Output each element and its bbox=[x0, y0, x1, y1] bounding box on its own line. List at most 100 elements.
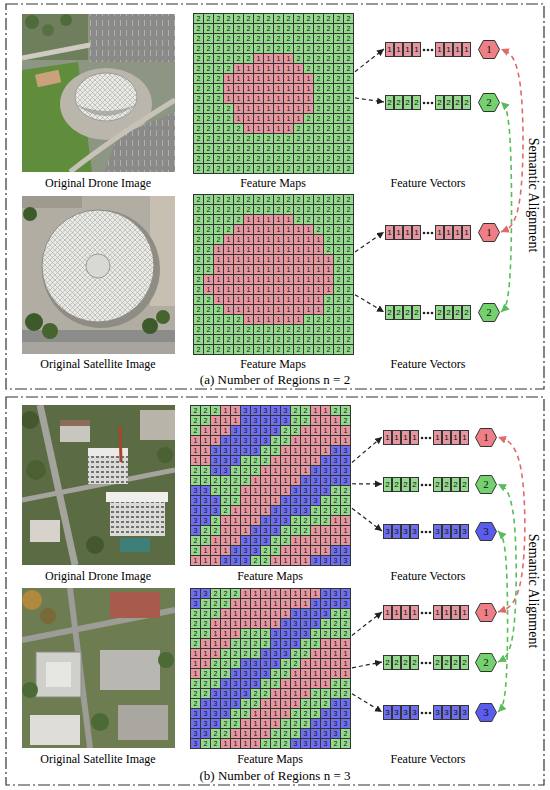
map-cell: 2 bbox=[281, 739, 291, 749]
map-cell: 2 bbox=[194, 255, 204, 265]
map-cell: 2 bbox=[334, 104, 344, 114]
map-cell: 1 bbox=[304, 225, 314, 235]
side-label: Semantic Alignment bbox=[525, 138, 541, 253]
drone-photo bbox=[22, 14, 175, 172]
map-cell: 1 bbox=[214, 245, 224, 255]
ellipsis-dot bbox=[427, 101, 430, 104]
map-cell: 1 bbox=[261, 589, 271, 599]
map-cell: 2 bbox=[311, 639, 321, 649]
map-cell: 2 bbox=[331, 609, 341, 619]
map-cell: 1 bbox=[284, 235, 294, 245]
vector-cell: 3 bbox=[460, 524, 469, 539]
map-cell: 3 bbox=[281, 619, 291, 629]
map-cell: 2 bbox=[244, 345, 254, 355]
map-cell: 2 bbox=[194, 275, 204, 285]
map-cell: 1 bbox=[331, 526, 341, 536]
map-cell: 1 bbox=[284, 265, 294, 275]
feature-vector: 22222222 bbox=[385, 305, 471, 320]
map-cell: 1 bbox=[284, 64, 294, 74]
vector-cell: 2 bbox=[392, 655, 401, 670]
map-cell: 2 bbox=[234, 134, 244, 144]
feature-vector: 11111111 bbox=[383, 430, 469, 445]
row-label: Original Satellite Image bbox=[40, 752, 155, 766]
map-cell: 1 bbox=[271, 689, 281, 699]
map-cell: 3 bbox=[251, 416, 261, 426]
map-cell: 2 bbox=[324, 124, 334, 134]
map-cell: 2 bbox=[224, 124, 234, 134]
map-cell: 1 bbox=[294, 225, 304, 235]
map-cell: 1 bbox=[214, 285, 224, 295]
vector-cell: 1 bbox=[433, 430, 442, 445]
map-cell: 1 bbox=[204, 275, 214, 285]
map-cell: 2 bbox=[224, 44, 234, 54]
region-hexagon: 1 bbox=[475, 603, 497, 622]
map-cell: 3 bbox=[291, 609, 301, 619]
map-cell: 2 bbox=[244, 14, 254, 24]
map-cell: 1 bbox=[254, 124, 264, 134]
map-cell: 2 bbox=[221, 506, 231, 516]
map-cell: 2 bbox=[251, 456, 261, 466]
map-cell: 1 bbox=[321, 536, 331, 546]
map-cell: 1 bbox=[234, 84, 244, 94]
row-label: Original Drone Image bbox=[45, 569, 151, 583]
map-cell: 1 bbox=[341, 526, 351, 536]
vector-cell: 2 bbox=[433, 477, 442, 492]
map-cell: 2 bbox=[341, 496, 351, 506]
map-cell: 3 bbox=[261, 516, 271, 526]
map-cell: 2 bbox=[284, 144, 294, 154]
map-cell: 1 bbox=[311, 456, 321, 466]
map-cell: 2 bbox=[204, 225, 214, 235]
map-cell: 2 bbox=[231, 659, 241, 669]
vector-cell: 1 bbox=[435, 42, 444, 57]
map-cell: 1 bbox=[264, 114, 274, 124]
vector-cell: 1 bbox=[453, 225, 462, 240]
building bbox=[60, 420, 90, 442]
map-cell: 2 bbox=[304, 154, 314, 164]
region-number: 1 bbox=[486, 226, 492, 238]
map-cell: 3 bbox=[201, 496, 211, 506]
map-cell: 2 bbox=[304, 164, 314, 174]
map-cell: 2 bbox=[324, 44, 334, 54]
map-cell: 1 bbox=[301, 426, 311, 436]
map-cell: 1 bbox=[221, 516, 231, 526]
map-cell: 2 bbox=[324, 84, 334, 94]
map-cell: 2 bbox=[334, 94, 344, 104]
region-hexagon: 1 bbox=[478, 223, 500, 242]
map-cell: 2 bbox=[201, 679, 211, 689]
map-cell: 1 bbox=[264, 104, 274, 114]
map-cell: 3 bbox=[201, 486, 211, 496]
map-cell: 1 bbox=[284, 54, 294, 64]
map-cell: 2 bbox=[314, 44, 324, 54]
map-cell: 1 bbox=[214, 295, 224, 305]
map-cell: 2 bbox=[324, 205, 334, 215]
map-cell: 1 bbox=[271, 619, 281, 629]
map-cell: 1 bbox=[201, 649, 211, 659]
map-cell: 2 bbox=[314, 134, 324, 144]
panel-frame: (b) Number of Regions n = 32221133333221… bbox=[5, 396, 545, 786]
region-number: 1 bbox=[483, 606, 489, 618]
map-cell: 2 bbox=[331, 679, 341, 689]
vector-cell: 1 bbox=[401, 605, 410, 620]
map-cell: 1 bbox=[311, 589, 321, 599]
map-cell: 2 bbox=[304, 325, 314, 335]
map-cell: 2 bbox=[244, 44, 254, 54]
map-cell: 1 bbox=[311, 649, 321, 659]
ellipsis-dot bbox=[421, 611, 424, 614]
map-cell: 3 bbox=[331, 556, 341, 566]
map-cell: 1 bbox=[274, 215, 284, 225]
map-cell: 2 bbox=[221, 729, 231, 739]
map-cell: 1 bbox=[301, 669, 311, 679]
map-cell: 2 bbox=[204, 345, 214, 355]
map-cell: 2 bbox=[214, 14, 224, 24]
map-cell: 2 bbox=[274, 205, 284, 215]
map-cell: 1 bbox=[201, 639, 211, 649]
map-cell: 1 bbox=[254, 114, 264, 124]
tree bbox=[42, 323, 58, 339]
region-arrow bbox=[355, 232, 384, 252]
region-number: 2 bbox=[486, 96, 492, 108]
map-cell: 1 bbox=[261, 609, 271, 619]
tree bbox=[22, 590, 42, 610]
map-cell: 2 bbox=[204, 195, 214, 205]
map-cell: 1 bbox=[321, 639, 331, 649]
map-cell: 2 bbox=[264, 14, 274, 24]
